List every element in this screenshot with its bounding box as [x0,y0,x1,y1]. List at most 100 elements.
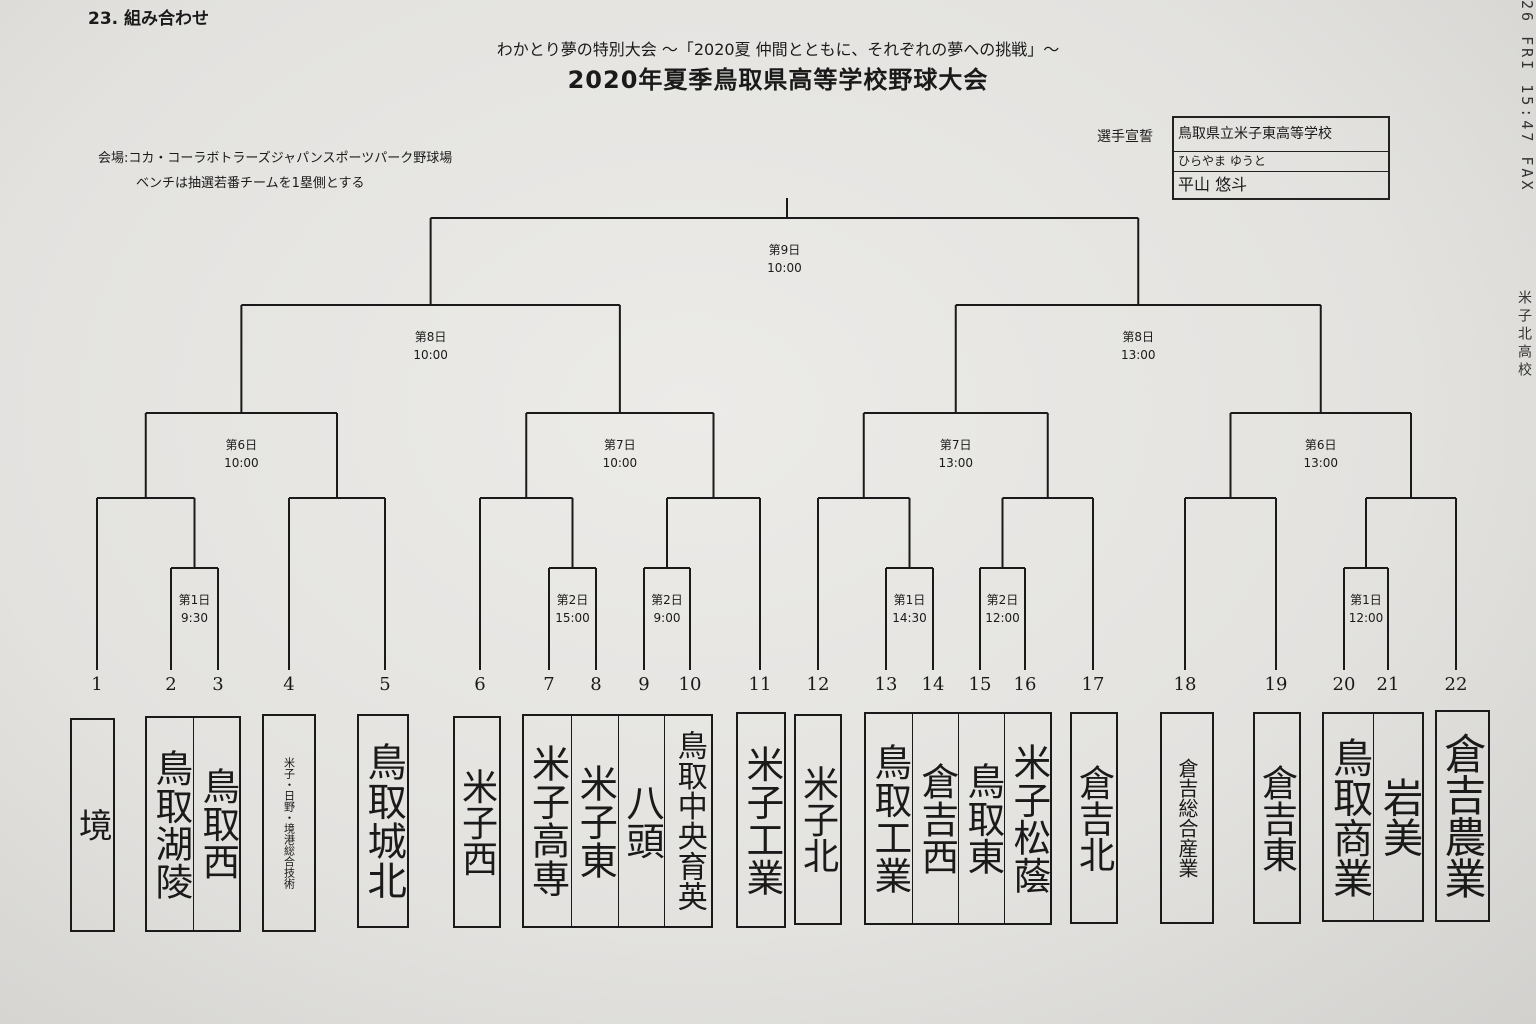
seed-number-12: 12 [807,674,830,695]
team-box-group: 境 [70,718,115,932]
team-box-group: 倉吉北 [1070,712,1118,924]
team-name-1: 境 [73,808,113,842]
match-9-10-label-day: 第2日 [651,593,683,607]
match-15-16-label-day: 第2日 [987,593,1019,607]
team-cell: 鳥取西 [193,718,240,930]
quarterfinal-b-label-time: 10:00 [603,456,638,470]
team-box-group: 米子北 [794,714,842,925]
team-box-group: 鳥取工業倉吉西鳥取東米子松蔭 [864,712,1052,925]
seed-number-8: 8 [590,674,601,695]
team-box-group: 倉吉農業 [1435,710,1490,922]
seed-number-13: 13 [875,674,898,695]
team-box-group: 米子高専米子東八頭鳥取中央育英 [522,714,713,928]
venue-note: 会場:コカ・コーラボトラーズジャパンスポーツパーク野球場 [98,151,453,166]
team-name-20: 鳥取商業 [1325,736,1372,898]
oath-label: 選手宣誓 [1097,129,1153,145]
team-cell: 倉吉西 [912,714,959,923]
match-20-21-label-time: 12:00 [1349,611,1384,625]
quarterfinal-c-label-time: 13:00 [938,456,973,470]
team-cell: 米子北 [796,716,840,923]
team-name-13: 鳥取工業 [867,743,912,894]
match-2-3-label-day: 第1日 [179,593,211,607]
fax-header: 26 FRI 15:47 FAX [1518,0,1536,193]
seed-number-10: 10 [679,674,702,695]
seed-number-3: 3 [212,674,223,695]
team-cell: 米子東 [570,716,619,926]
match-13-14-label-time: 14:30 [892,611,927,625]
team-name-6: 米子西 [456,767,499,877]
match-9-10-label-time: 9:00 [654,611,681,625]
team-name-11: 米子工業 [739,744,784,896]
seed-number-22: 22 [1445,674,1468,695]
team-name-21: 岩美 [1375,776,1422,858]
team-cell: 鳥取中央育英 [664,716,712,926]
quarterfinal-c-label-day: 第7日 [940,438,972,452]
seed-number-7: 7 [543,674,554,695]
team-name-7: 米子高専 [525,744,571,898]
oath-school: 鳥取県立米子東高等学校 [1174,118,1388,152]
quarterfinal-a-label-time: 10:00 [224,456,259,470]
match-7-8-label-day: 第2日 [557,593,589,607]
tournament-title: 2020年夏季鳥取県高等学校野球大会 [567,66,989,94]
team-cell: 米子松蔭 [1004,714,1051,923]
team-name-10: 鳥取中央育英 [671,730,707,912]
seed-number-19: 19 [1265,674,1288,695]
tournament-subtitle: わかとり夢の特別大会 〜「2020夏 仲間とともに、それぞれの夢への挑戦」〜 [496,40,1060,59]
seed-number-11: 11 [749,674,772,695]
team-name-22: 倉吉農業 [1438,732,1488,900]
team-box-group: 米子・日野・境港総合技術 [262,714,316,932]
team-box-group: 倉吉総合産業 [1160,712,1214,924]
team-cell: 米子西 [455,718,499,926]
match-20-21-label-day: 第1日 [1350,593,1382,607]
team-cell: 岩美 [1373,714,1423,920]
team-name-18: 倉吉総合産業 [1175,758,1199,878]
semifinal-b-label-time: 13:00 [1121,348,1156,362]
team-box-group: 倉吉東 [1253,712,1301,924]
team-box-group: 鳥取城北 [357,714,409,928]
team-cell: 米子高専 [524,716,571,926]
oath-player-name: 平山 悠斗 [1178,175,1248,194]
team-cell: 米子工業 [738,714,784,926]
quarterfinal-a-label-day: 第6日 [226,438,258,452]
team-cell: 鳥取湖陵 [147,718,193,930]
seed-number-15: 15 [969,674,992,695]
semifinal-b-label-day: 第8日 [1122,330,1154,344]
seed-number-16: 16 [1014,674,1037,695]
team-name-2: 鳥取湖陵 [148,748,193,900]
team-name-15: 鳥取東 [960,761,1005,876]
team-box-group: 鳥取湖陵鳥取西 [145,716,241,932]
bench-note: ベンチは抽選若番チームを1塁側とする [136,176,365,191]
team-cell: 倉吉北 [1072,714,1116,922]
fax-sender: 米子北高校 [1516,290,1532,380]
team-name-12: 米子北 [797,765,840,874]
team-box-group: 米子工業 [736,712,786,928]
seed-number-17: 17 [1082,674,1105,695]
seed-number-4: 4 [283,674,294,695]
team-box-group: 米子西 [453,716,501,928]
team-name-16: 米子松蔭 [1006,743,1051,894]
final-label-day: 第9日 [769,243,801,257]
quarterfinal-d-label-time: 13:00 [1303,456,1338,470]
team-box-group: 鳥取商業岩美 [1322,712,1424,922]
seed-number-1: 1 [91,674,102,695]
team-cell: 八頭 [617,716,666,926]
team-cell: 鳥取城北 [359,716,407,926]
team-name-14: 倉吉西 [914,761,959,876]
team-cell: 倉吉農業 [1437,712,1488,920]
oath-box: 鳥取県立米子東高等学校 ひらやま ゆうと 平山 悠斗 [1172,116,1390,200]
team-cell: 倉吉総合産業 [1162,714,1212,922]
seed-number-18: 18 [1174,674,1197,695]
seed-number-2: 2 [165,674,176,695]
team-cell: 鳥取東 [958,714,1005,923]
team-name-5: 鳥取城北 [360,742,407,900]
team-cell: 倉吉東 [1255,714,1299,922]
seed-number-9: 9 [638,674,649,695]
semifinal-a-label-time: 10:00 [413,348,448,362]
seed-number-14: 14 [922,674,945,695]
team-name-4: 米子・日野・境港総合技術 [282,757,296,889]
team-name-9: 八頭 [620,782,666,860]
match-15-16-label-time: 12:00 [985,611,1020,625]
final-label-time: 10:00 [767,261,802,275]
